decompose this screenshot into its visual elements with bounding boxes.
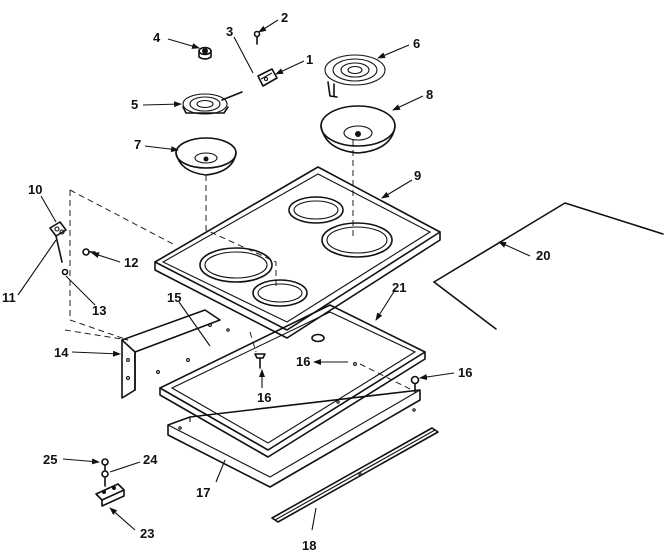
terminal-block xyxy=(95,470,125,507)
burner-box xyxy=(159,304,426,458)
part-label-10: 10 xyxy=(28,182,42,197)
screw-2 xyxy=(253,30,261,45)
part-label-23: 23 xyxy=(140,526,154,541)
part-label-6: 6 xyxy=(413,36,420,51)
large-drip-bowl xyxy=(320,105,396,154)
part-label-8: 8 xyxy=(426,87,433,102)
screw-25 xyxy=(101,458,109,471)
part-label-1: 1 xyxy=(306,52,313,67)
part-number-labels: 1 2 3 4 5 6 7 8 9 10 11 12 13 14 15 16 1… xyxy=(2,10,550,553)
leader-lines xyxy=(17,19,531,531)
part-label-11: 11 xyxy=(2,290,16,305)
bottom-pan xyxy=(167,389,421,488)
part-label-9: 9 xyxy=(414,168,421,183)
part-label-4: 4 xyxy=(153,30,161,45)
part-label-24: 24 xyxy=(143,452,158,467)
part-label-16-right: 16 xyxy=(458,365,472,380)
part-label-2: 2 xyxy=(281,10,288,25)
small-surface-element xyxy=(182,91,243,115)
part-label-3: 3 xyxy=(226,24,233,39)
part-label-13: 13 xyxy=(92,303,106,318)
part-label-12: 12 xyxy=(124,255,138,270)
assembly-guide-lines xyxy=(64,140,413,391)
left-mounting-bracket xyxy=(49,221,96,276)
part-label-7: 7 xyxy=(134,137,141,152)
part-label-16-middle: 16 xyxy=(296,354,310,369)
part-label-14: 14 xyxy=(54,345,69,360)
part-label-16-left: 16 xyxy=(257,390,271,405)
cooktop-panel xyxy=(154,166,441,339)
front-bracket xyxy=(121,309,221,399)
knob-cap xyxy=(198,46,212,60)
part-label-18: 18 xyxy=(302,538,316,553)
support-wire xyxy=(433,202,664,330)
screw-16-left xyxy=(254,353,266,369)
large-surface-element xyxy=(324,54,386,98)
part-label-17: 17 xyxy=(196,485,210,500)
part-label-15: 15 xyxy=(167,290,181,305)
part-label-20: 20 xyxy=(536,248,550,263)
front-trim-strip xyxy=(271,427,439,523)
part-label-25: 25 xyxy=(43,452,57,467)
small-drip-bowl xyxy=(175,137,237,176)
screw-16-right xyxy=(410,375,420,393)
part-label-5: 5 xyxy=(131,97,138,112)
receptacle-block xyxy=(257,68,278,87)
part-label-21: 21 xyxy=(392,280,406,295)
